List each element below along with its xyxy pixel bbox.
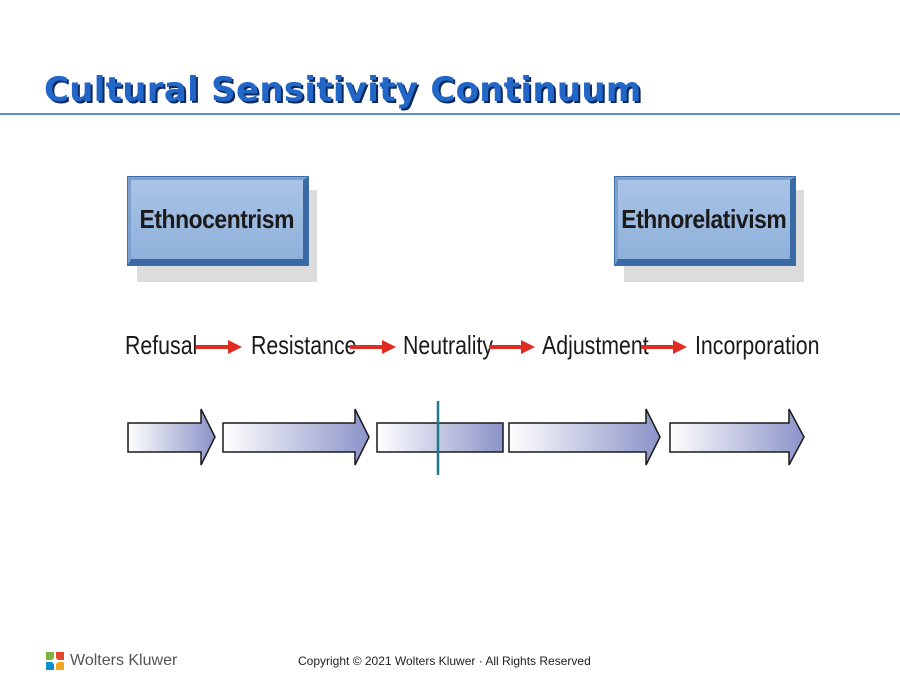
- copyright-text: Copyright © 2021 Wolters Kluwer · All Ri…: [298, 654, 591, 668]
- continuum-arrow-adjustment: [508, 408, 661, 466]
- stage-refusal: Refusal: [125, 330, 198, 360]
- stage-neutrality: Neutrality: [403, 330, 494, 360]
- continuum-bar-neutrality: [376, 422, 504, 453]
- logo-text: Wolters Kluwer: [70, 652, 178, 669]
- slide-title: Cultural Sensitivity Continuum: [44, 70, 642, 110]
- stage-resistance: Resistance: [251, 330, 357, 360]
- continuum-arrow-incorporation: [669, 408, 805, 466]
- ethnocentrism-box: Ethnocentrism: [127, 176, 309, 266]
- title-divider: [0, 113, 900, 115]
- stage-incorporation: Incorporation: [695, 330, 820, 360]
- red-arrow-icon: [641, 340, 687, 354]
- red-arrow-icon: [196, 340, 242, 354]
- stage-adjustment: Adjustment: [542, 330, 649, 360]
- ethnorelativism-label: Ethnorelativism: [621, 204, 787, 234]
- ethnorelativism-box: Ethnorelativism: [614, 176, 796, 266]
- logo-mark-icon: [46, 652, 64, 670]
- wolters-kluwer-logo: Wolters Kluwer: [44, 650, 177, 672]
- continuum-arrow-refusal: [127, 408, 216, 466]
- red-arrow-icon: [350, 340, 396, 354]
- continuum-arrow-resistance: [222, 408, 370, 466]
- red-arrow-icon: [489, 340, 535, 354]
- ethnocentrism-label: Ethnocentrism: [139, 204, 295, 234]
